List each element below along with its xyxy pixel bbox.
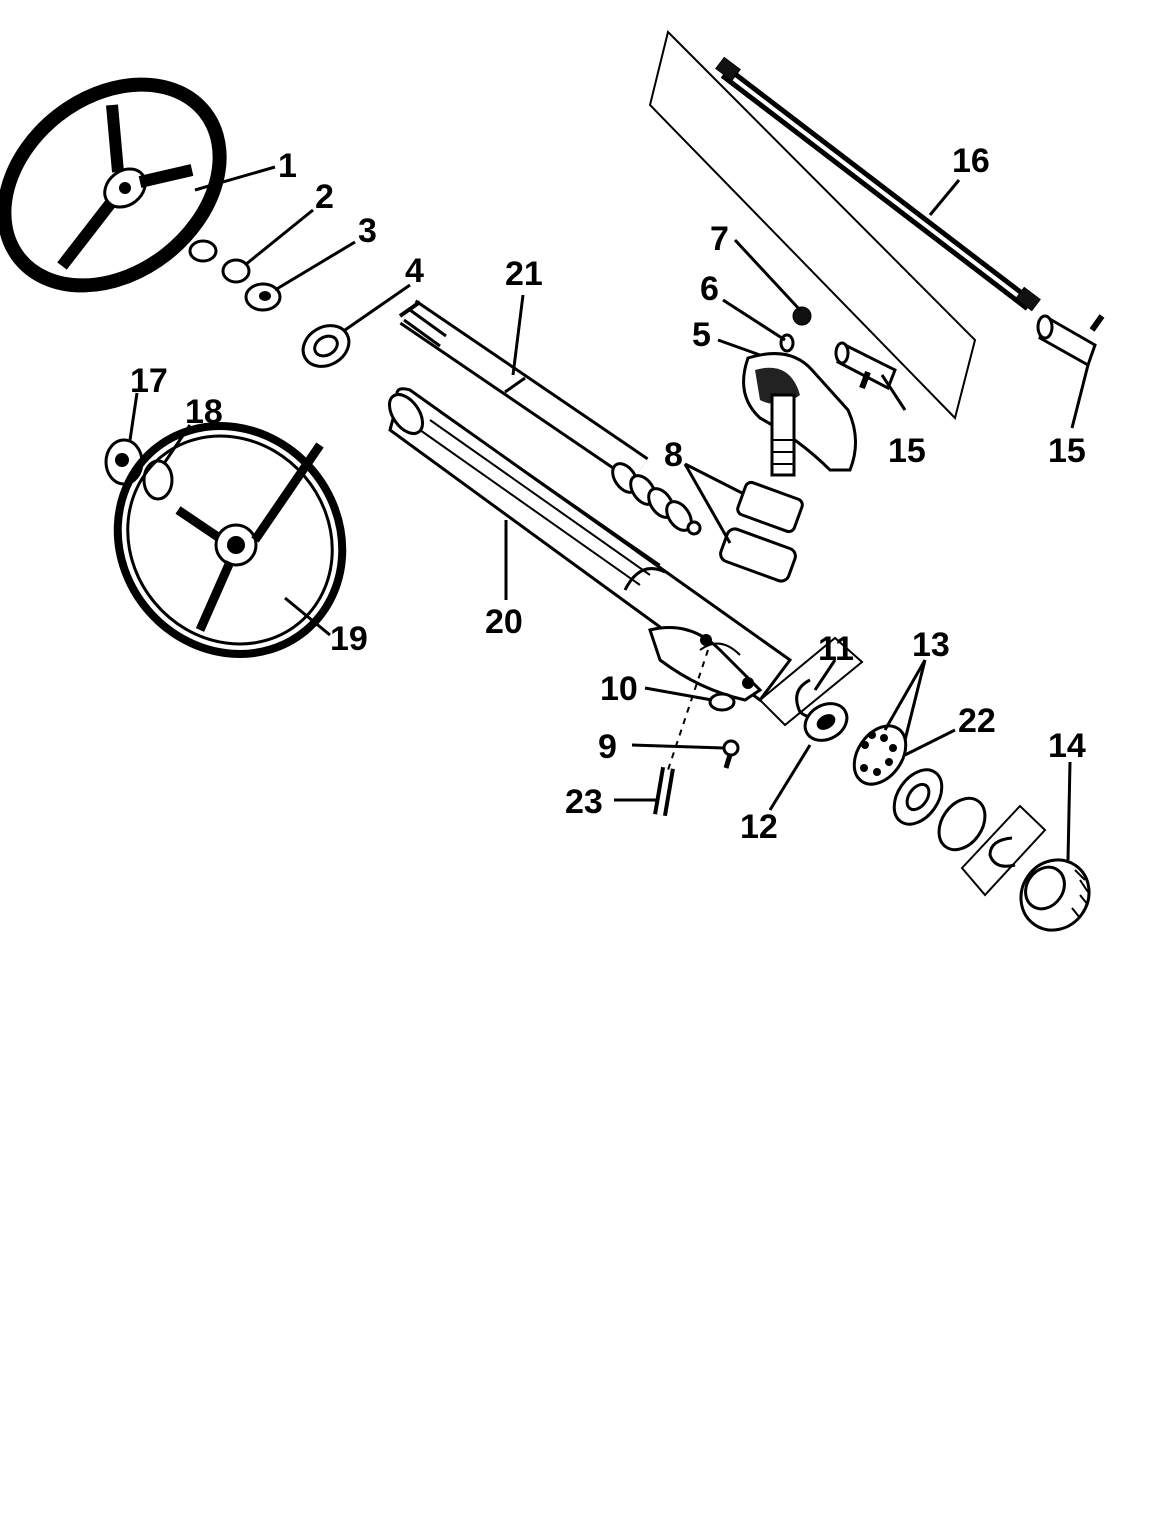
- bushing-part-4: [301, 324, 351, 368]
- callout-18: 18: [185, 393, 223, 431]
- callout-22: 22: [958, 702, 996, 740]
- bearing-part-13: [852, 724, 908, 786]
- ring-part: [937, 796, 987, 852]
- nut-part-10: [708, 692, 736, 712]
- steering-rod-assembly: [648, 30, 1041, 420]
- dashed-alignment-line: [667, 649, 709, 771]
- leader-lines: [128, 165, 1090, 861]
- callout-1: 1: [278, 147, 297, 185]
- steering-wheel-lower: [113, 422, 347, 658]
- callout-23: 23: [565, 783, 603, 821]
- callout-labels: 1 2 3 4 5 6 7 8 9 10 11 12 13 14 15 15 1…: [130, 142, 1086, 846]
- steering-wheel-upper: [0, 77, 227, 293]
- callout-13: 13: [912, 626, 950, 664]
- callout-7: 7: [710, 220, 729, 258]
- callout-3: 3: [358, 212, 377, 250]
- pin-part-23: [653, 766, 675, 817]
- callout-11: 11: [818, 630, 854, 668]
- callout-20: 20: [485, 603, 523, 641]
- retainer-ring-part-18: [142, 459, 174, 501]
- callout-12: 12: [740, 808, 778, 846]
- screw-part-9: [722, 739, 740, 769]
- callout-19: 19: [330, 620, 368, 658]
- steering-bracket-assembly: [742, 306, 857, 477]
- clamp-part-15-left: [834, 341, 897, 391]
- callout-17: 17: [130, 362, 168, 400]
- callout-21: 21: [505, 255, 543, 293]
- callout-15-right: 15: [1048, 432, 1086, 470]
- clamp-part-15-right: [1036, 314, 1105, 368]
- callout-14: 14: [1048, 727, 1086, 765]
- callout-5: 5: [692, 316, 711, 354]
- adjusting-nut-part-14: [1019, 858, 1091, 932]
- washer-part-12: [803, 702, 849, 742]
- callout-6: 6: [700, 270, 719, 308]
- steering-shaft: [398, 299, 702, 536]
- callout-15-left: 15: [888, 432, 926, 470]
- steering-column-tube: [387, 387, 793, 703]
- nut-washer-set: [188, 239, 282, 312]
- callout-2: 2: [315, 178, 334, 216]
- callout-16: 16: [952, 142, 990, 180]
- callout-4: 4: [405, 252, 424, 290]
- bearing-race-part-22: [892, 768, 944, 826]
- gasket-set-part-8: [719, 480, 804, 583]
- callout-9: 9: [598, 728, 617, 766]
- callout-10: 10: [600, 670, 638, 708]
- callout-8: 8: [664, 436, 683, 474]
- snap-ring-box: [960, 804, 1047, 897]
- horn-cap-part-17: [104, 438, 144, 486]
